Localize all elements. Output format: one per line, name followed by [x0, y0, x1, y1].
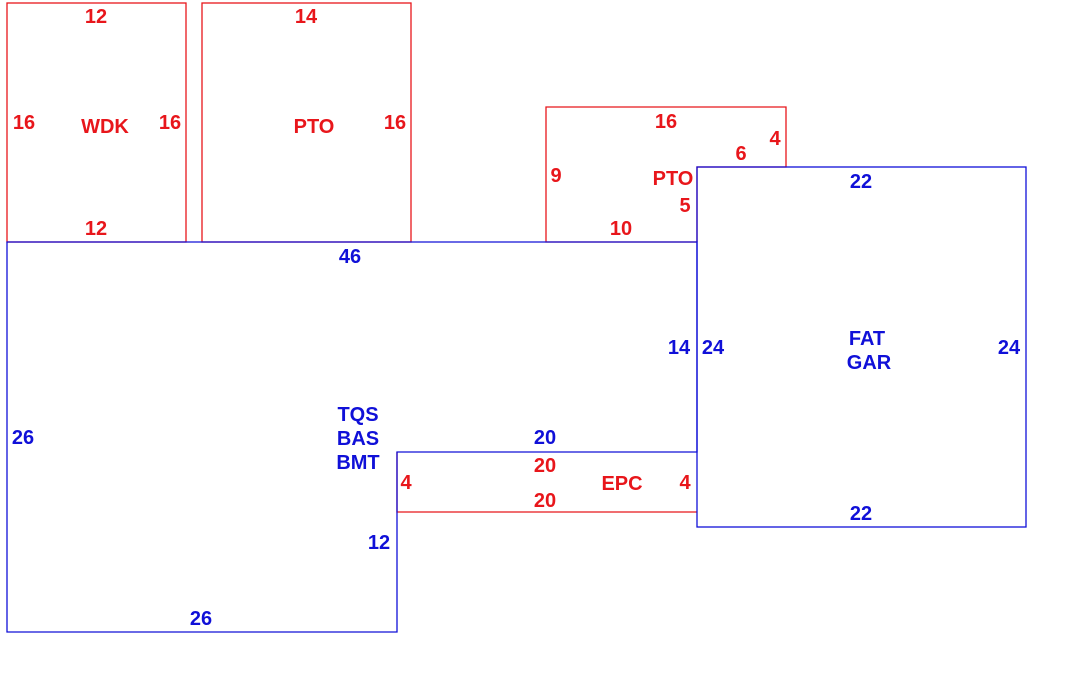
pto1-top-dim: 14: [295, 6, 318, 28]
pto2-left-dim: 9: [550, 165, 561, 187]
main-right-lower-dim: 12: [368, 532, 390, 554]
main-label-line3: BMT: [336, 452, 379, 474]
garage-right-dim: 24: [998, 337, 1021, 359]
wdk-label: WDK: [81, 116, 129, 138]
pto2-bottom-dim: 10: [610, 218, 632, 240]
epc-bottom-dim: 20: [534, 490, 556, 512]
epc-right-dim: 4: [679, 472, 691, 494]
epc-label: EPC: [601, 473, 642, 495]
pto2-step-left-dim: 5: [679, 195, 690, 217]
main-label-line1: TQS: [337, 404, 378, 426]
wdk-left-dim: 16: [13, 112, 35, 134]
garage-left-dim: 24: [702, 337, 725, 359]
garage-outline: [696, 166, 1027, 528]
pto2-top-dim: 16: [655, 111, 677, 133]
wdk-right-dim: 16: [159, 112, 181, 134]
garage-label-line1: FAT: [849, 328, 885, 350]
pto2-step-right-dim: 4: [769, 128, 781, 150]
main-top-dim: 46: [339, 246, 361, 268]
main-notch-top-dim: 20: [534, 427, 556, 449]
garage-label-line2: GAR: [847, 352, 892, 374]
main-left-dim: 26: [12, 427, 34, 449]
main-label-line2: BAS: [337, 428, 379, 450]
pto2-label: PTO: [653, 168, 694, 190]
garage-bottom-dim: 22: [850, 503, 872, 525]
pto1-right-dim: 16: [384, 112, 406, 134]
main-bottom-dim: 26: [190, 608, 212, 630]
epc-left-dim: 4: [400, 472, 412, 494]
wdk-bottom-dim: 12: [85, 218, 107, 240]
wdk-top-dim: 12: [85, 6, 107, 28]
pto1-label: PTO: [294, 116, 335, 138]
garage-top-dim: 22: [850, 171, 872, 193]
epc-top-dim: 20: [534, 455, 556, 477]
main-right-upper-dim: 14: [668, 337, 691, 359]
pto2-step-top-dim: 6: [735, 143, 746, 165]
